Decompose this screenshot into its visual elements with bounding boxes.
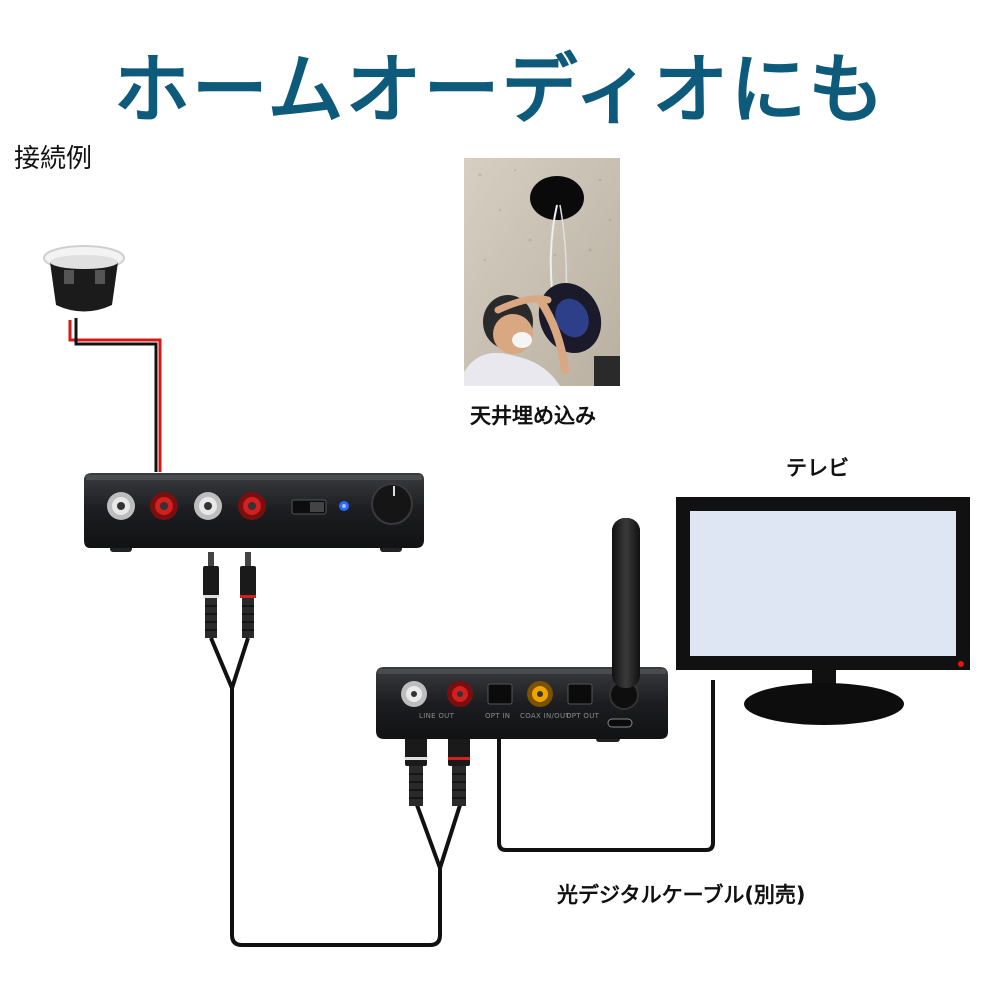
rca-cable: [203, 552, 470, 947]
amplifier-icon: [84, 473, 424, 552]
tv-stand: [744, 683, 904, 725]
optical-cable: [497, 680, 715, 852]
ceiling-speaker-icon: [43, 245, 125, 312]
connection-example-label: 接続例: [14, 144, 93, 174]
amp-volume-knob: [371, 483, 413, 525]
optical-out-label: OPT OUT: [566, 712, 600, 720]
line-out-label: LINE OUT: [419, 712, 455, 720]
tv-label: テレビ: [786, 456, 849, 480]
ceiling-mount-label: 天井埋め込み: [470, 404, 596, 428]
coax-label: COAX IN/OUT: [520, 712, 570, 720]
page-title: ホームオーディオにも: [113, 45, 887, 134]
amp-rca-red-1: [150, 492, 178, 520]
tv-screen: [690, 511, 956, 656]
amp-rca-red-2: [238, 492, 266, 520]
amp-rca-white-2: [194, 492, 222, 520]
ceiling-installation-photo: [464, 158, 620, 386]
tv-icon: [676, 497, 970, 725]
optical-cable-label: 光デジタルケーブル(別売): [557, 883, 806, 907]
amp-rca-white-1: [107, 492, 135, 520]
tv-power-led: [958, 661, 964, 667]
optical-in-label: OPT IN: [485, 712, 511, 720]
bluetooth-receiver-icon: [376, 518, 668, 742]
speaker-wire: [68, 318, 162, 472]
